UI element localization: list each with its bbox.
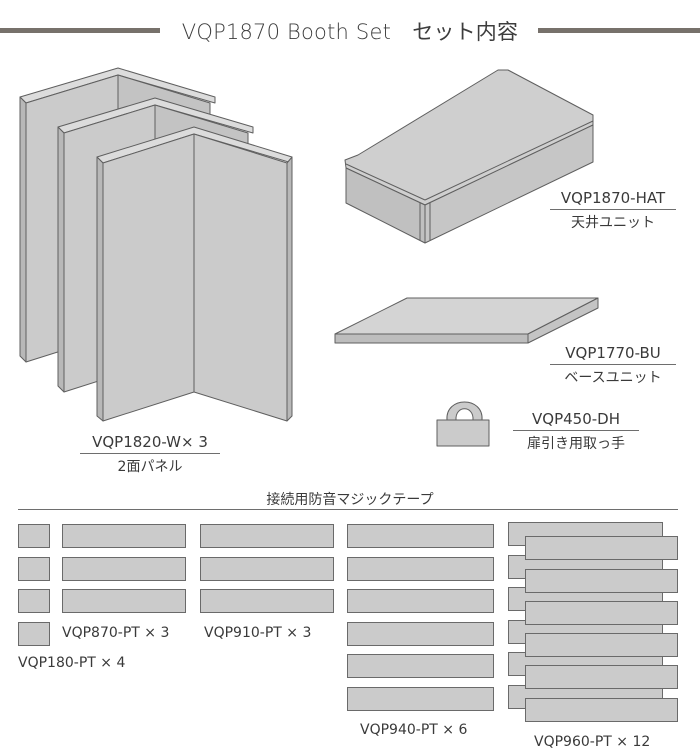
tape-960-piece: [525, 536, 678, 560]
tape-940-label: VQP940-PT × 6: [360, 722, 468, 738]
tape-960-piece: [525, 665, 678, 689]
tape-910-piece: [200, 524, 334, 548]
handle-label-divider: [513, 430, 639, 431]
tape-section-heading: 接続用防音マジックテープ: [266, 492, 434, 508]
tape-870-piece: [62, 557, 186, 581]
panel-label-divider: [80, 453, 220, 454]
hat-code-label: VQP1870-HAT: [560, 189, 666, 207]
handle-desc-label: 扉引き用取っ手: [527, 436, 625, 452]
tape-960-piece: [525, 601, 678, 625]
base-code-label: VQP1770-BU: [565, 344, 661, 362]
tape-870-label: VQP870-PT × 3: [62, 625, 170, 641]
tape-940-piece: [347, 557, 494, 581]
panel-code-label: VQP1820-W× 3: [92, 433, 208, 451]
handle-code-label: VQP450-DH: [532, 410, 620, 428]
base-desc-label: ベースユニット: [564, 370, 662, 386]
tape-940-piece: [347, 524, 494, 548]
page-title: VQP1870 Booth Set セット内容: [181, 20, 519, 44]
tape-960-piece: [525, 569, 678, 593]
hat-label-divider: [550, 209, 676, 210]
tape-870-piece: [62, 589, 186, 613]
header-rule-right: [538, 28, 700, 33]
tape-180-label: VQP180-PT × 4: [18, 655, 126, 671]
tape-180-piece: [18, 622, 50, 646]
tape-section-divider: [18, 509, 678, 510]
tape-940-piece: [347, 654, 494, 678]
tape-940-piece: [347, 589, 494, 613]
tape-910-label: VQP910-PT × 3: [204, 625, 312, 641]
tape-960-piece: [525, 698, 678, 722]
tape-180-piece: [18, 524, 50, 548]
tape-960-piece: [525, 633, 678, 657]
base-unit-illustration: [334, 297, 599, 344]
tape-940-piece: [347, 622, 494, 646]
header-rule-left: [0, 28, 160, 33]
tape-960-label: VQP960-PT × 12: [534, 734, 651, 750]
hat-desc-label: 天井ユニット: [571, 215, 655, 231]
panel-illustration-3: [96, 126, 293, 422]
panel-desc-label: 2面パネル: [117, 459, 183, 475]
ceiling-unit-illustration: [344, 69, 594, 244]
tape-870-piece: [62, 524, 186, 548]
tape-180-piece: [18, 557, 50, 581]
tape-180-piece: [18, 589, 50, 613]
tape-940-piece: [347, 687, 494, 711]
tape-910-piece: [200, 557, 334, 581]
tape-910-piece: [200, 589, 334, 613]
door-handle-illustration: [436, 401, 490, 447]
base-label-divider: [550, 364, 676, 365]
